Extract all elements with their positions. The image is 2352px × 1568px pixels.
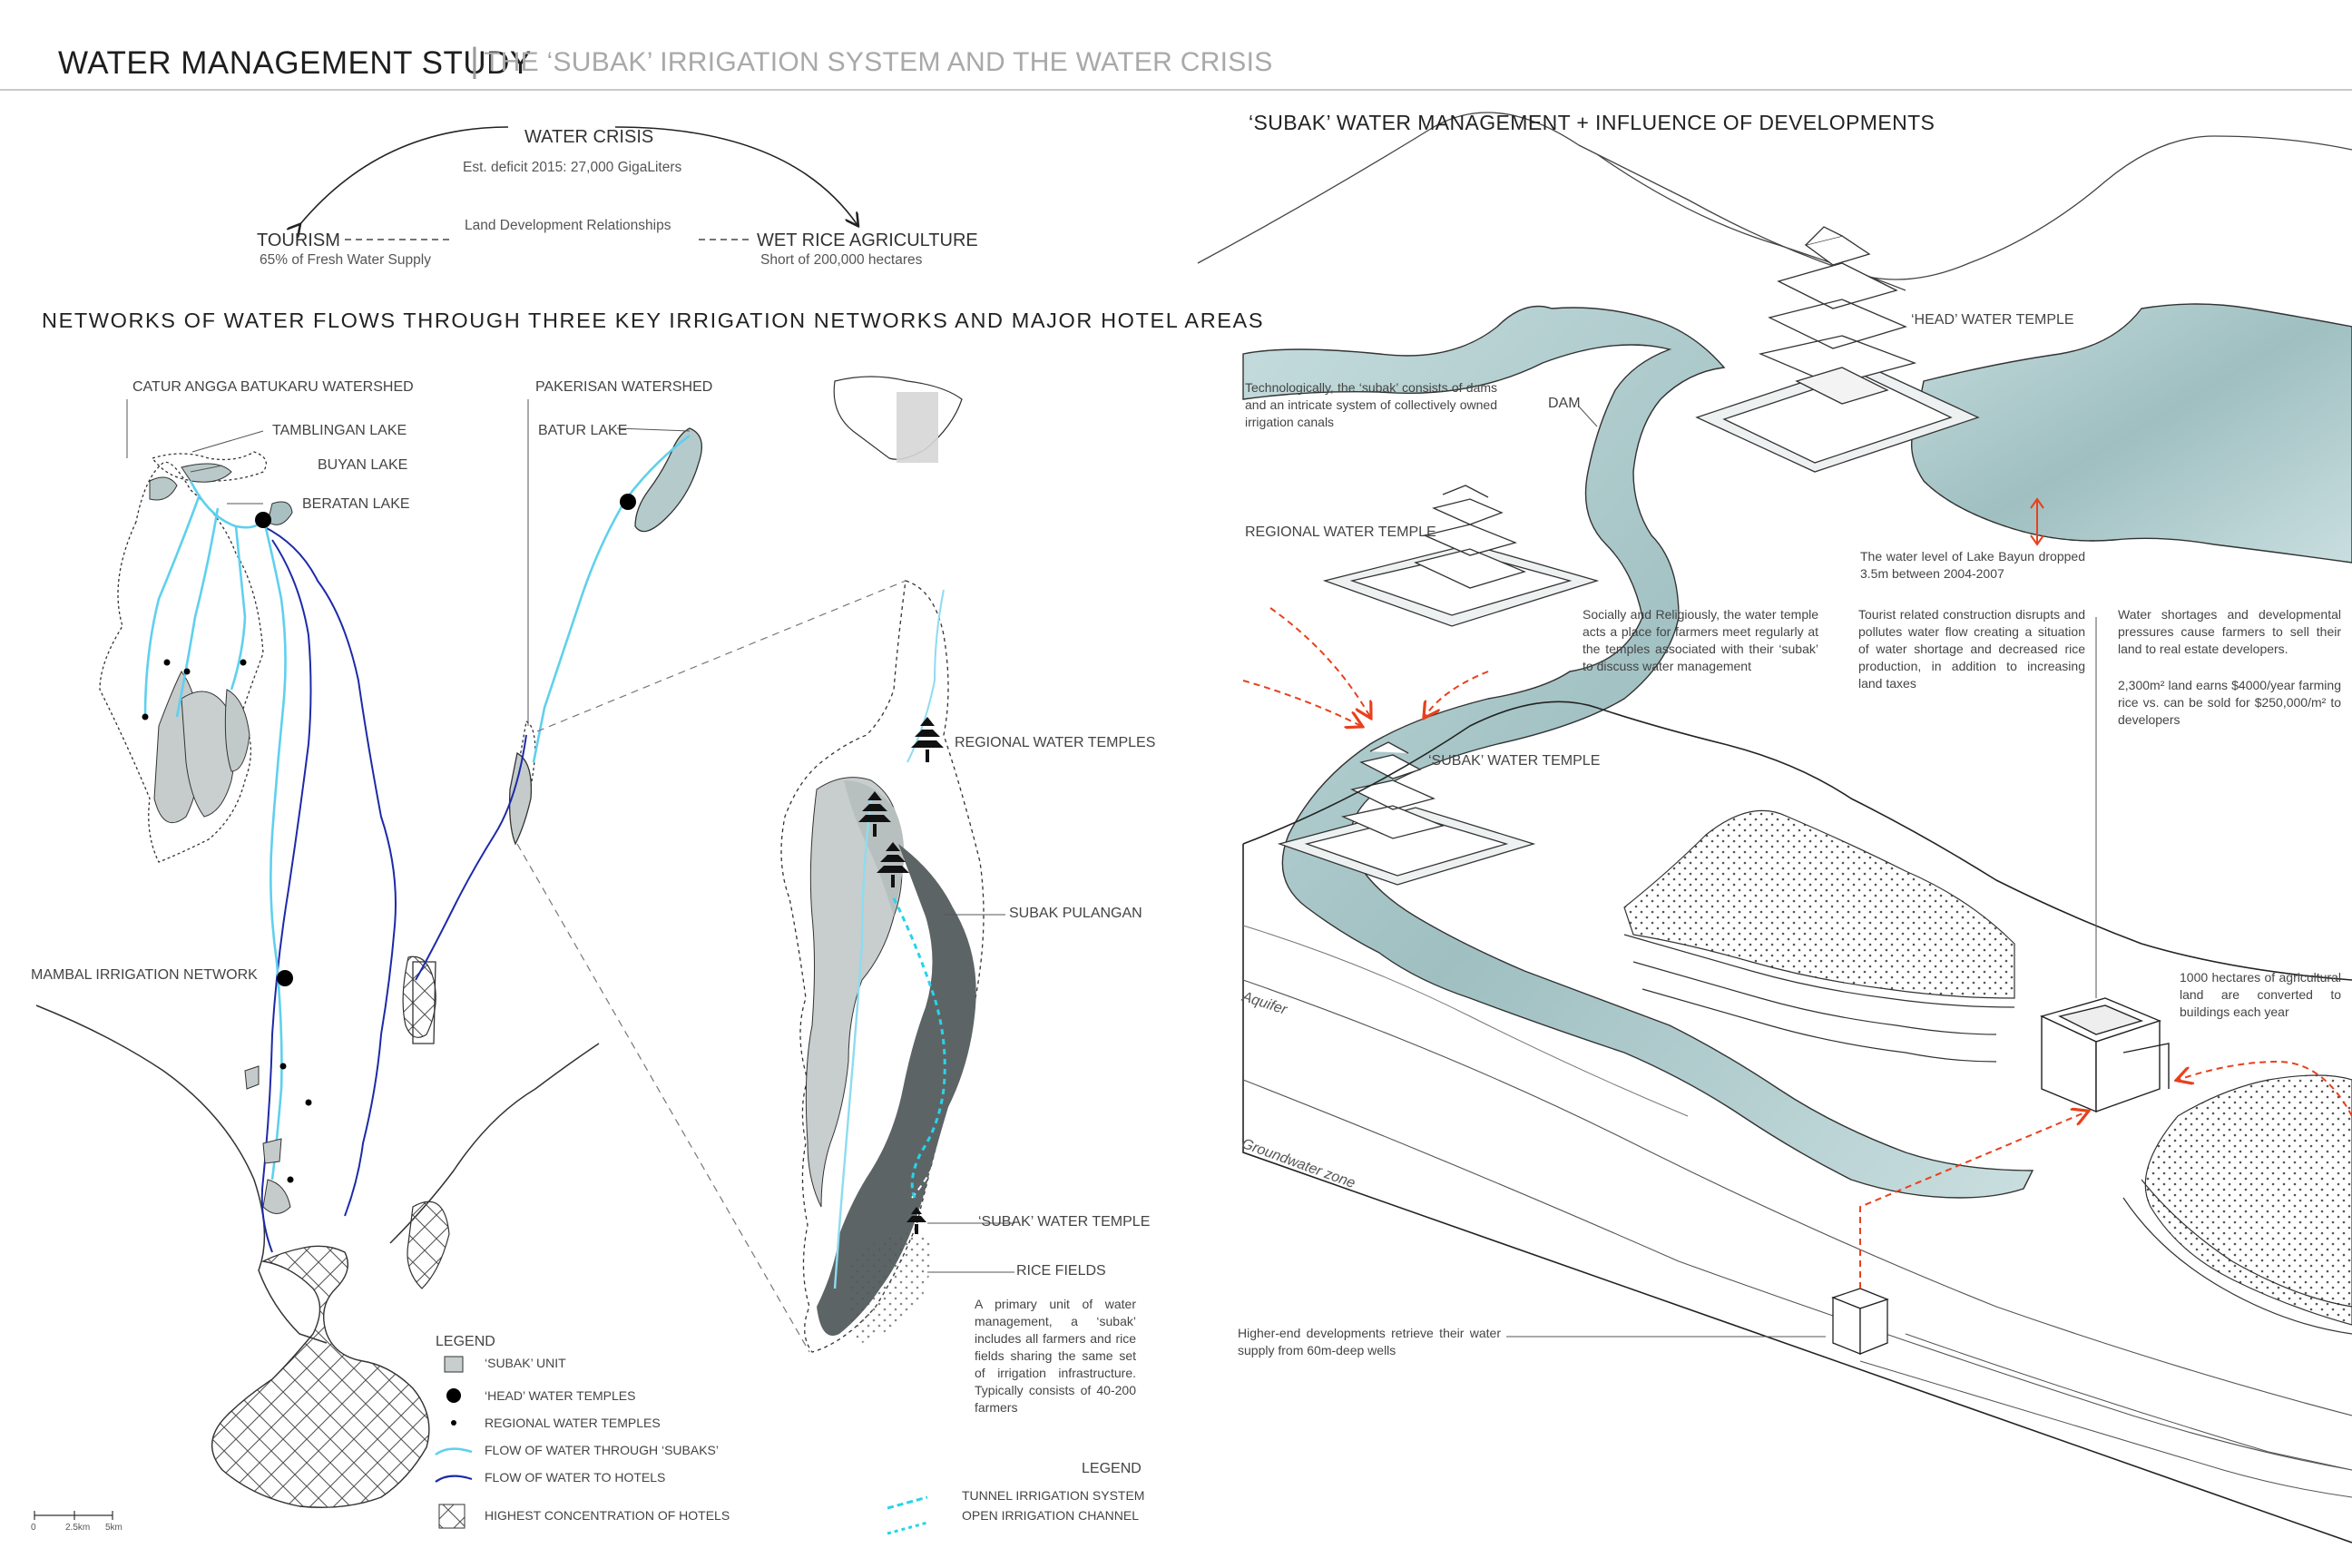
header-rule: [0, 89, 2352, 91]
note-social: Socially and Religiously, the water temp…: [1583, 607, 1818, 673]
development-building: [2040, 997, 2170, 1113]
head-temple-markers: [255, 494, 636, 986]
legend-subak-flow: FLOW OF WATER THROUGH ‘SUBAKS’: [485, 1443, 719, 1457]
mambal-subaks: [244, 1065, 291, 1214]
legend2-symbols: [887, 1495, 928, 1535]
scale-25: 2.5km: [65, 1523, 91, 1533]
red-arrows: [1242, 607, 2352, 1289]
pakerisan-watershed: [412, 427, 702, 1044]
label-regional-temples: REGIONAL WATER TEMPLES: [955, 735, 1156, 750]
crisis-title: WATER CRISIS: [524, 127, 654, 147]
label-beratan: BERATAN LAKE: [302, 496, 410, 512]
note-tech: Technologically, the ‘subak’ consists of…: [1245, 380, 1497, 429]
zoom-lines: [516, 580, 906, 1353]
river-canal: [1242, 303, 2352, 1199]
page-subtitle: THE ‘SUBAK’ IRRIGATION SYSTEM AND THE WA…: [484, 47, 1273, 77]
regional-temple: [1322, 485, 1600, 627]
label-pakerisan: PAKERISAN WATERSHED: [535, 379, 713, 395]
legend-symbols: [435, 1356, 473, 1529]
mountain-lines: [1197, 112, 2352, 291]
legend2-open: OPEN IRRIGATION CHANNEL: [962, 1508, 1139, 1523]
label-subak-temple: ‘SUBAK’ WATER TEMPLE: [1428, 753, 1601, 769]
legend2-title: LEGEND: [1082, 1461, 1142, 1476]
label-rice-fields: RICE FIELDS: [1016, 1263, 1106, 1279]
legend-hotel-zone: HIGHEST CONCENTRATION OF HOTELS: [485, 1508, 730, 1523]
rice-terraces: [1623, 809, 2352, 1335]
tourism-sub: 65% of Fresh Water Supply: [260, 252, 431, 268]
label-tamblingan: TAMBLINGAN LAKE: [272, 423, 407, 438]
label-batur: BATUR LAKE: [538, 423, 628, 438]
tourism-label: TOURISM: [257, 230, 340, 250]
note-lake: The water level of Lake Bayun dropped 3.…: [1860, 549, 2085, 581]
note-land-value: 2,300m² land earns $4000/year farming ri…: [2118, 678, 2341, 727]
hotel-flow-lines: [260, 525, 527, 1253]
note-tourist: Tourist related construction disrupts an…: [1858, 607, 2085, 691]
label-regional-temple: REGIONAL WATER TEMPLE: [1245, 524, 1436, 540]
well-box: [1831, 1288, 1889, 1355]
lake-drop-arrow: [2030, 497, 2044, 546]
label-catur: CATUR ANGGA BATUKARU WATERSHED: [132, 379, 414, 395]
legend-hotel-flow: FLOW OF WATER TO HOTELS: [485, 1470, 666, 1485]
rice-note: A primary unit of water management, a ‘s…: [975, 1297, 1136, 1415]
label-dam: DAM: [1548, 396, 1581, 411]
title-separator: |: [470, 42, 479, 80]
legend-head-temples: ‘HEAD’ WATER TEMPLES: [485, 1388, 636, 1403]
scale-5: 5km: [105, 1523, 122, 1533]
page-title: WATER MANAGEMENT STUDY: [58, 45, 532, 81]
networks-title: NETWORKS OF WATER FLOWS THROUGH THREE KE…: [42, 309, 1265, 332]
old-lake-level: [1923, 480, 2115, 542]
agriculture-label: WET RICE AGRICULTURE: [757, 230, 978, 250]
crisis-diagram: [299, 126, 858, 240]
label-head-temple: ‘HEAD’ WATER TEMPLE: [1911, 312, 2074, 328]
land-relationships: Land Development Relationships: [465, 218, 671, 233]
subak-section-title: ‘SUBAK’ WATER MANAGEMENT + INFLUENCE OF …: [1249, 111, 1936, 134]
scale-bar: [34, 1511, 113, 1520]
legend-subak-unit: ‘SUBAK’ UNIT: [485, 1356, 566, 1370]
label-subak-pulangan: SUBAK PULANGAN: [1009, 906, 1142, 921]
agriculture-sub: Short of 200,000 hectares: [760, 252, 923, 268]
legend2-tunnel: TUNNEL IRRIGATION SYSTEM: [962, 1488, 1145, 1503]
note-wells: Higher-end developments retrieve their w…: [1238, 1326, 1501, 1357]
label-subak-temple-map: ‘SUBAK’ WATER TEMPLE: [978, 1214, 1151, 1230]
legend-title: LEGEND: [436, 1334, 495, 1349]
catur-watershed: [99, 451, 293, 863]
subak-temple: [1277, 741, 1536, 886]
subak-pulangan-map: [780, 580, 985, 1353]
regional-temple-icons: [858, 717, 944, 1234]
hotel-concentration-zone: [211, 956, 450, 1508]
inset-map: [833, 376, 963, 463]
note-hectares: 1000 hectares of agricultural land are c…: [2180, 970, 2341, 1019]
scale-0: 0: [31, 1523, 36, 1533]
subak-flow-lines: [143, 434, 691, 1181]
label-mambal: MAMBAL IRRIGATION NETWORK: [31, 967, 258, 983]
legend-regional-temples: REGIONAL WATER TEMPLES: [485, 1416, 661, 1430]
crisis-deficit: Est. deficit 2015: 27,000 GigaLiters: [463, 160, 682, 175]
leader-lines: [126, 399, 691, 726]
label-buyan: BUYAN LAKE: [318, 457, 408, 473]
head-temple: [1695, 226, 1980, 473]
note-shortage: Water shortages and developmental pressu…: [2118, 607, 2341, 656]
